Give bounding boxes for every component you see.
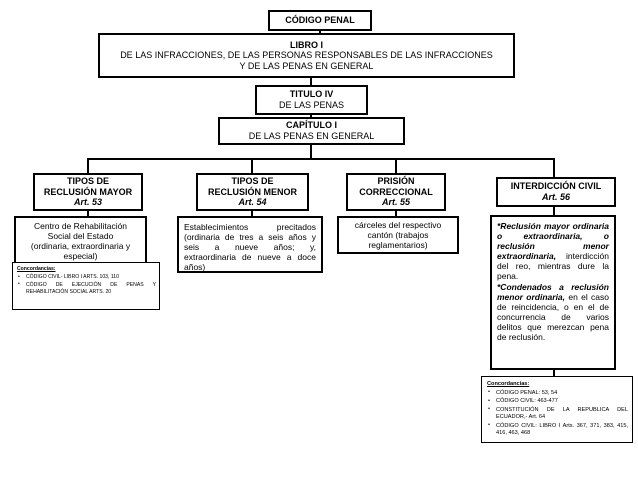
node-codigo-penal[interactable]: CÓDIGO PENAL — [268, 10, 372, 31]
list-item: CÓDIGO PENAL: 53, 54 — [487, 389, 628, 398]
content-prision-correccional-line1: cárceles del respectivo — [354, 219, 442, 230]
node-prision-correccional-article: Art. 55 — [381, 197, 410, 208]
connector-codigo-to-libro — [319, 30, 321, 34]
content-reclusion-mayor-line4: especial) — [63, 251, 98, 262]
node-libro-i-line1: DE LAS INFRACCIONES, DE LAS PERSONAS RES… — [120, 50, 493, 61]
content-reclusion-mayor-line3: (ordinaria, extraordinaria y — [30, 241, 131, 251]
node-tipos-reclusion-mayor-line1: TIPOS DE — [66, 176, 109, 187]
node-libro-i[interactable]: LIBRO I DE LAS INFRACCIONES, DE LAS PERS… — [98, 33, 515, 78]
content-interdiccion-civil-paragraph-2: *Condenados a reclusión menor ordinaria,… — [497, 282, 609, 342]
concordancias-right[interactable]: Concordancias: CÓDIGO PENAL: 53, 54 CÓDI… — [481, 376, 633, 443]
connector-branch-2-to-content — [251, 210, 253, 217]
connector-branch-3-to-content — [395, 210, 397, 217]
concordancias-right-title: Concordancias: — [487, 381, 530, 387]
connector-bus-to-branch-1 — [87, 158, 89, 174]
content-prision-correccional-line3: reglamentarios) — [368, 240, 428, 251]
connector-content-4-to-concordancias — [553, 369, 555, 377]
node-titulo-iv-subtitle: DE LAS PENAS — [278, 100, 345, 110]
content-reclusion-mayor[interactable]: Centro de Rehabilitación Social del Esta… — [14, 216, 147, 266]
content-reclusion-mayor-line1: Centro de Rehabilitación — [33, 220, 128, 231]
list-item: CÓDIGO CIVIL: 463-477 — [487, 398, 628, 406]
node-tipos-reclusion-mayor-article: Art. 53 — [73, 197, 102, 208]
node-tipos-reclusion-menor-line2: RECLUSIÓN MENOR — [207, 186, 297, 197]
connector-branch-1-to-content — [87, 210, 89, 217]
list-item: CÓDIGO DE EJECUCIÓN DE PENAS Y REHABILIT… — [17, 281, 156, 296]
node-libro-i-line2: Y DE LAS PENAS EN GENERAL — [239, 60, 374, 71]
content-interdiccion-civil-paragraph-1: *Reclusión mayor ordinaria o extraordina… — [497, 221, 609, 281]
node-tipos-reclusion-mayor-line2: RECLUSIÓN MAYOR — [43, 186, 133, 197]
node-titulo-iv-title: TITULO IV — [289, 89, 334, 100]
connector-bus-to-branch-3 — [395, 158, 397, 174]
content-reclusion-menor[interactable]: Establecimientos precitados (ordinaria d… — [177, 216, 323, 273]
content-reclusion-mayor-line2: Social del Estado — [47, 230, 114, 241]
connector-branch-4-to-content — [553, 206, 555, 216]
content-interdiccion-civil-p2-emphasis: *Condenados a reclusión menor ordinaria, — [497, 282, 609, 303]
list-item: CONSTITUCIÓN DE LA REPUBLICA DEL ECUADOR… — [487, 406, 628, 422]
content-reclusion-menor-text: Establecimientos precitados (ordinaria d… — [184, 222, 316, 273]
node-interdiccion-civil-article: Art. 56 — [541, 192, 570, 202]
node-libro-i-title: LIBRO I — [290, 39, 323, 50]
connector-branch-bus — [87, 158, 555, 160]
node-tipos-reclusion-mayor[interactable]: TIPOS DE RECLUSIÓN MAYOR Art. 53 — [33, 173, 143, 211]
node-prision-correccional[interactable]: PRISIÓN CORRECCIONAL Art. 55 — [346, 173, 446, 211]
node-tipos-reclusion-menor-line1: TIPOS DE — [231, 176, 274, 187]
node-tipos-reclusion-menor[interactable]: TIPOS DE RECLUSIÓN MENOR Art. 54 — [196, 173, 309, 211]
node-interdiccion-civil[interactable]: INTERDICCIÓN CIVIL Art. 56 — [496, 177, 616, 207]
content-prision-correccional[interactable]: cárceles del respectivo cantón (trabajos… — [337, 216, 459, 254]
connector-libro-to-titulo — [310, 77, 312, 86]
node-capitulo-i-subtitle: DE LAS PENAS EN GENERAL — [248, 131, 375, 141]
content-interdiccion-civil-p2-rest: en el caso de reincidencia, o en el de c… — [497, 292, 609, 343]
node-prision-correccional-line1: PRISIÓN — [377, 176, 415, 187]
content-interdiccion-civil[interactable]: *Reclusión mayor ordinaria o extraordina… — [490, 215, 616, 370]
connector-capitulo-stem — [310, 144, 312, 159]
node-capitulo-i-title: CAPÍTULO I — [286, 120, 337, 131]
concordancias-right-list: CÓDIGO PENAL: 53, 54 CÓDIGO CIVIL: 463-4… — [487, 389, 628, 439]
node-titulo-iv[interactable]: TITULO IV DE LAS PENAS — [255, 85, 368, 115]
connector-bus-to-branch-4 — [553, 158, 555, 178]
list-item: CÓDIGO CIVIL- LIBRO I ARTS. 103, 110 — [17, 274, 156, 281]
node-interdiccion-civil-heading: INTERDICCIÓN CIVIL — [510, 181, 602, 192]
node-prision-correccional-line2: CORRECCIONAL — [359, 186, 433, 197]
concordancias-left-list: CÓDIGO CIVIL- LIBRO I ARTS. 103, 110 CÓD… — [17, 274, 156, 297]
content-interdiccion-civil-p1-emphasis: *Reclusión mayor ordinaria o extraordina… — [497, 221, 609, 262]
connector-titulo-to-capitulo — [310, 114, 312, 118]
node-codigo-penal-label: CÓDIGO PENAL — [285, 15, 355, 26]
list-item: CÓDIGO CIVIL: LIBRO I Arts. 367, 371, 38… — [487, 422, 628, 438]
content-interdiccion-civil-p1-rest: interdicción del reo, mientras dure la p… — [497, 251, 609, 282]
concordancias-left[interactable]: Concordancias: CÓDIGO CIVIL- LIBRO I ART… — [12, 262, 160, 310]
content-prision-correccional-line2: cantón (trabajos — [367, 230, 429, 240]
concordancias-left-title: Concordancias: — [17, 266, 56, 272]
connector-bus-to-branch-2 — [251, 158, 253, 174]
node-tipos-reclusion-menor-article: Art. 54 — [238, 197, 267, 208]
node-capitulo-i[interactable]: CAPÍTULO I DE LAS PENAS EN GENERAL — [218, 117, 405, 145]
